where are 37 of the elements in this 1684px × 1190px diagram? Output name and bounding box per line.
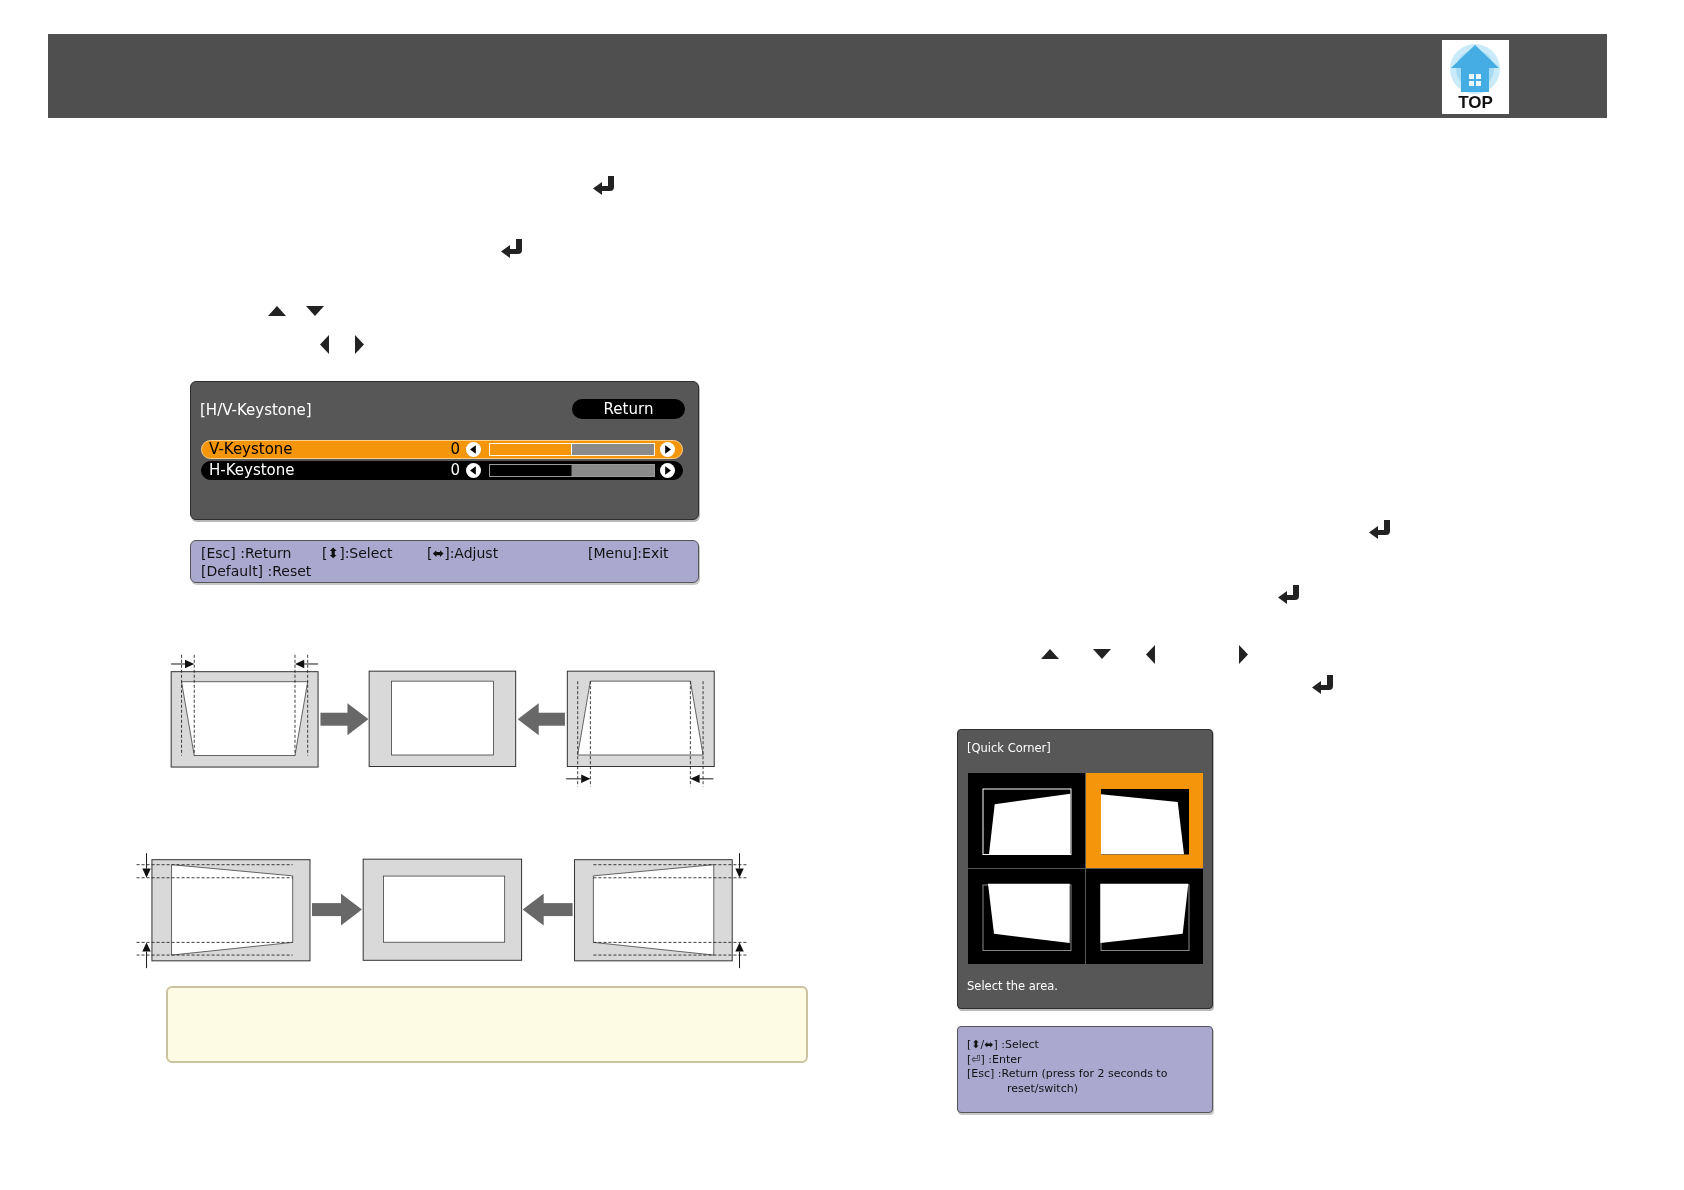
help-bar (190, 540, 699, 583)
top-button: TOP (1442, 40, 1509, 114)
menu-title: [H/V-Keystone] (200, 401, 312, 419)
help-panel (957, 1026, 1213, 1113)
keystone-image-drawing (564, 670, 716, 788)
keystone-image-drawing (135, 851, 312, 969)
panel-title: [Quick Corner] (967, 741, 1051, 756)
keystone-image-drawing (368, 670, 518, 769)
key-hint: [Esc] :Return (press for 2 seconds to reset/switch) (967, 1067, 1169, 1096)
block-arrow (517, 703, 565, 736)
note-box (166, 986, 808, 1063)
menu-panel (190, 381, 699, 520)
menu-panel (957, 729, 1213, 1009)
block-arrow (522, 893, 573, 926)
instruction-text: Select the area. (967, 979, 1058, 994)
corner-preview-drawing (968, 869, 1085, 964)
keystone-image-drawing (361, 858, 523, 962)
selected-menu-row (201, 440, 683, 459)
setting-value: 0 (449, 441, 460, 458)
menu-row (201, 461, 683, 480)
corner-preview-drawing (1086, 773, 1203, 868)
key-hint: [⬍]:Select (322, 544, 393, 562)
block-arrow (320, 703, 369, 736)
key-hint: [⏎] :Enter (967, 1052, 1023, 1067)
key-hint: [Default] :Reset (201, 562, 312, 580)
key-hint: [⬍/⬌] :Select (967, 1038, 1040, 1053)
key-hint: [⬌]:Adjust (427, 544, 499, 562)
return-button: Return (572, 399, 685, 419)
key-hint: [Esc] :Return (201, 544, 292, 562)
keystone-image-drawing (170, 653, 321, 769)
setting-name: H-Keystone (209, 462, 295, 479)
block-arrow (312, 893, 362, 926)
setting-value: 0 (449, 462, 460, 479)
corner-preview-drawing (1086, 869, 1203, 964)
key-hint: [Menu]:Exit (588, 544, 669, 562)
setting-name: V-Keystone (209, 441, 293, 458)
corner-preview-drawing (968, 773, 1085, 868)
